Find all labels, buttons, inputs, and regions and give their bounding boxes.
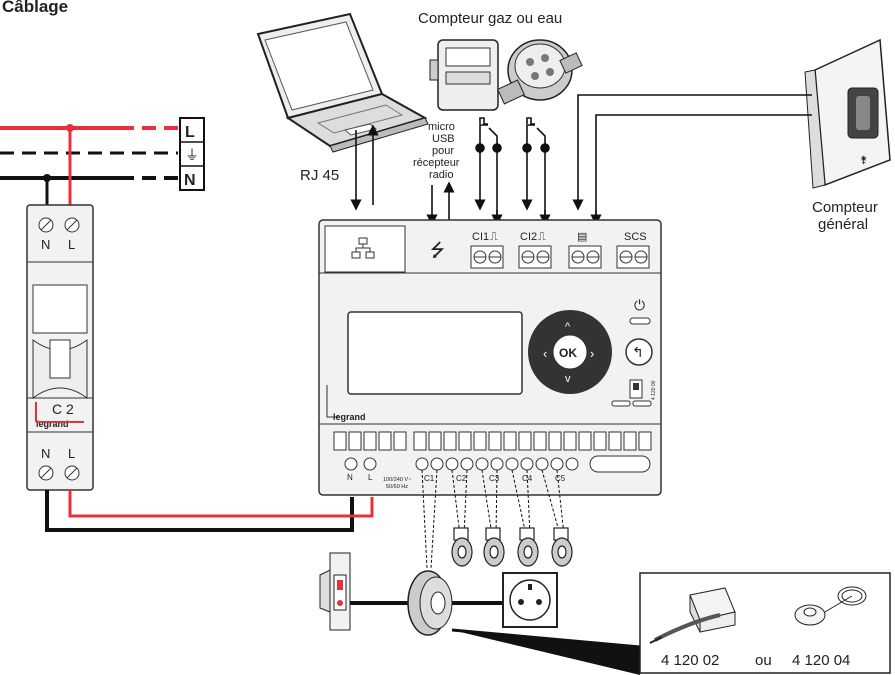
breaker-rating: C 2 xyxy=(52,401,74,417)
ok-button-label: OK xyxy=(559,346,577,360)
svg-text:récepteur: récepteur xyxy=(413,157,460,169)
svg-text:radio: radio xyxy=(429,169,453,181)
zoom-lines xyxy=(451,628,641,675)
sensor-box: 4 120 02 ou 4 120 04 xyxy=(639,572,891,674)
sensor-ref-separator: ou xyxy=(755,652,772,669)
sensor-ref-b: 4 120 04 xyxy=(792,652,850,669)
meter-port-icon: ▤ xyxy=(577,231,587,243)
power-button-icon: ⏻ xyxy=(629,297,651,325)
module-brand: legrand xyxy=(333,412,366,422)
svg-text:⏻: ⏻ xyxy=(634,297,645,313)
ct-label-c2: C2 xyxy=(456,474,467,483)
lcd-display xyxy=(347,311,523,395)
gas-water-meter-label: Compteur gaz ou eau xyxy=(418,10,562,27)
svg-text:↰: ↰ xyxy=(632,344,644,360)
ct-label-c5: C5 xyxy=(555,474,566,483)
module-power-spec-1: 100/240 V~ xyxy=(383,477,411,483)
terminal-strip-bottom xyxy=(333,431,652,473)
ct-label-c3: C3 xyxy=(489,474,500,483)
gas-meter-icon xyxy=(429,39,499,111)
svg-text:pour: pour xyxy=(432,145,454,157)
general-meter-label-1: Compteur xyxy=(812,199,878,216)
svg-text:⚵: ⚵ xyxy=(860,155,867,166)
circuit-breaker: N L C 2 legrand N L xyxy=(26,204,94,491)
module-power-spec-2: 50/60 Hz xyxy=(386,484,408,490)
port-ci1-label: CI1 xyxy=(472,231,489,243)
power-socket-icon xyxy=(502,572,558,628)
navigation-pad: OK ‹ › ^ v xyxy=(528,310,612,394)
supply-lines: L ⏚ N xyxy=(0,117,205,205)
main-current-transformer-icon xyxy=(407,570,453,636)
breaker-bottom-n: N xyxy=(41,446,50,461)
breaker-bottom-l: L xyxy=(68,446,75,461)
usb-label: micro USB pour récepteur radio xyxy=(413,121,460,181)
svg-text:^: ^ xyxy=(565,321,571,333)
module-terminal-l: L xyxy=(368,473,373,482)
svg-text:USB: USB xyxy=(432,133,455,145)
earth-label: ⏚ xyxy=(185,147,199,163)
module-terminal-n: N xyxy=(347,473,353,482)
svg-text:⎍: ⎍ xyxy=(490,231,498,243)
svg-text:micro: micro xyxy=(428,121,455,133)
general-meter-label-2: général xyxy=(818,216,868,233)
breaker-brand: legrand xyxy=(36,419,69,429)
port-scs-label: SCS xyxy=(624,231,647,243)
ct-label-c4: C4 xyxy=(522,474,533,483)
svg-text:⎍: ⎍ xyxy=(538,231,546,243)
general-meter-icon: ⚵ xyxy=(804,38,891,189)
module-side-ref: 4 120 00 xyxy=(651,380,657,400)
diagram-title: Câblage xyxy=(2,0,68,16)
round-sensor-icon xyxy=(794,586,867,626)
svg-text:‹: ‹ xyxy=(543,346,547,361)
energy-module: ⭍ CI1 ⎍ CI2 ⎍ ▤ SCS OK ‹ xyxy=(318,219,662,496)
ct-wires xyxy=(421,469,565,569)
ct-label-c1: C1 xyxy=(424,474,435,483)
small-breaker-icon xyxy=(319,552,351,631)
svg-text:v: v xyxy=(565,373,571,385)
port-ci2-label: CI2 xyxy=(520,231,537,243)
split-core-sensor-icon xyxy=(649,587,736,644)
connection-arrows xyxy=(350,94,812,226)
rj45-label: RJ 45 xyxy=(300,167,339,184)
phase-label: L xyxy=(185,124,195,141)
supply-wires xyxy=(45,490,374,532)
svg-text:›: › xyxy=(590,346,594,361)
breaker-top-n: N xyxy=(41,237,50,252)
switch-icon xyxy=(611,379,652,407)
water-meter-icon xyxy=(496,39,583,105)
sensor-ref-a: 4 120 02 xyxy=(661,652,719,669)
back-button-icon: ↰ xyxy=(625,338,653,366)
breaker-top-l: L xyxy=(68,237,75,252)
usb-icon: ⭍ xyxy=(430,240,445,260)
neutral-label: N xyxy=(184,172,196,189)
terminal-blocks-top xyxy=(470,245,650,269)
current-transformer-icon xyxy=(451,527,573,567)
network-port-icon xyxy=(351,237,375,259)
laptop-icon xyxy=(256,12,429,153)
